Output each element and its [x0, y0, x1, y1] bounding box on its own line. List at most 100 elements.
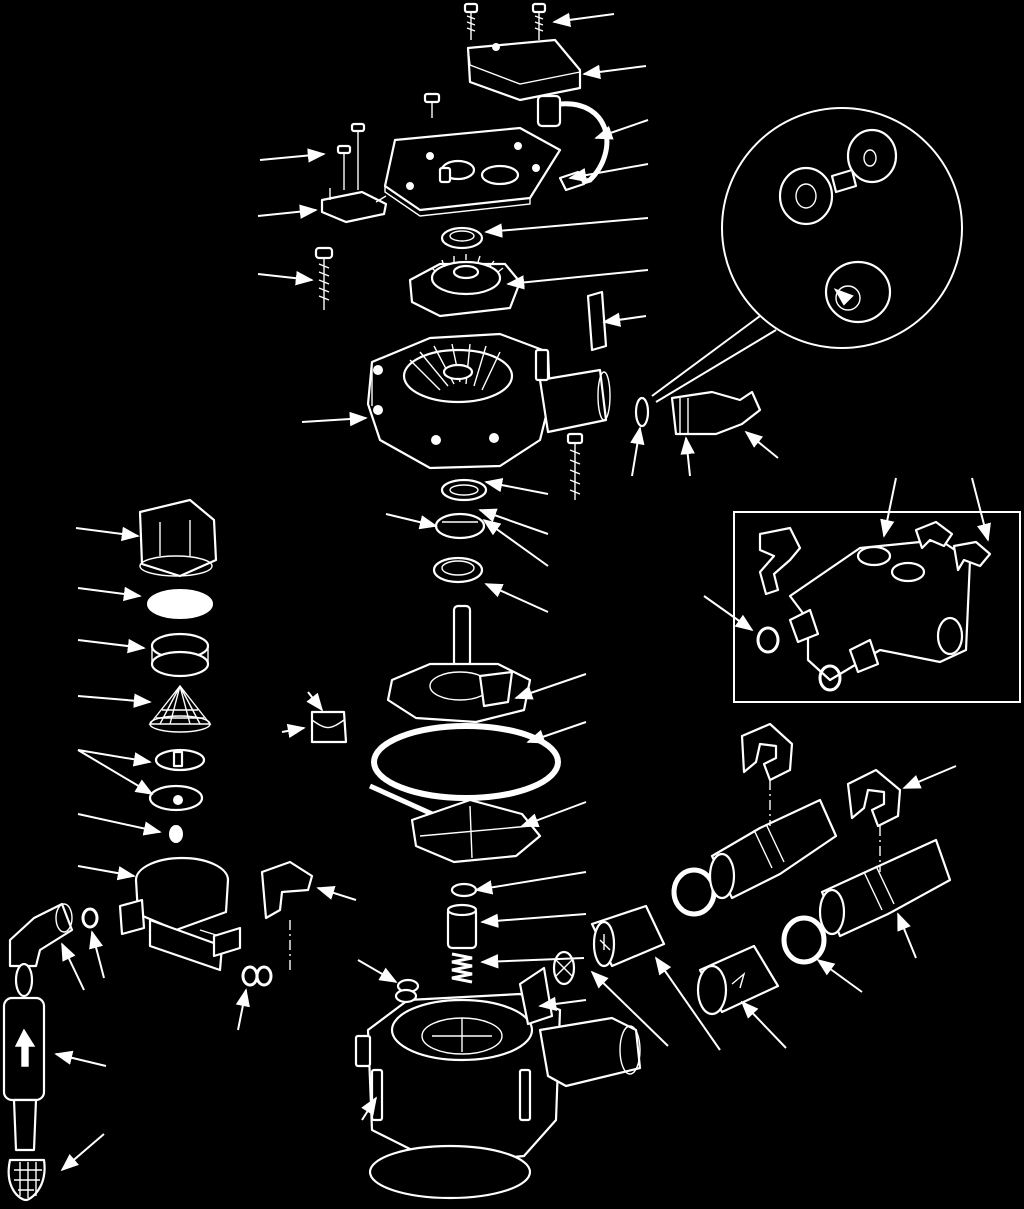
- callout-arrow: [281, 723, 306, 738]
- adapter-fitting-left: [696, 944, 780, 1016]
- top-plate: [383, 126, 562, 217]
- callout-arrow: [54, 1050, 107, 1067]
- callout-arrow: [77, 693, 152, 708]
- callout-arrow: [316, 886, 357, 901]
- callout-arrow: [77, 749, 152, 767]
- callout-arrow: [482, 518, 549, 567]
- callout-arrow: [301, 411, 368, 427]
- piston-rotor: [386, 604, 532, 724]
- callout-arrow: [484, 478, 549, 495]
- callout-arrow: [971, 477, 991, 542]
- valve-body: [354, 966, 642, 1200]
- brine-screen: [7, 1158, 46, 1202]
- o-ring-left: [671, 867, 717, 917]
- small-o-ring: [81, 907, 99, 929]
- callout-arrow: [306, 691, 324, 712]
- screen-disk: [147, 589, 213, 619]
- callout-arrow: [630, 426, 645, 477]
- callout-arrow: [357, 959, 398, 983]
- callout-arrow: [744, 430, 779, 459]
- callout-arrows: [54, 12, 991, 1172]
- callout-arrow: [259, 148, 326, 163]
- nozzle: [154, 748, 206, 772]
- switch-screws: [336, 122, 366, 190]
- callout-arrow: [385, 513, 438, 530]
- callout-arrow: [740, 1000, 787, 1049]
- tube-adapter-lower: [818, 838, 952, 938]
- callout-arrow: [75, 526, 140, 542]
- small-cap: [310, 710, 348, 744]
- shoulder-screw: [314, 246, 334, 310]
- callout-arrow: [77, 638, 146, 654]
- callout-arrow: [902, 765, 957, 789]
- callout-arrow: [77, 586, 142, 602]
- callout-arrow: [484, 583, 549, 613]
- callout-arrow: [480, 954, 585, 969]
- flow-cartridge: [590, 904, 666, 968]
- turbine-impeller: [552, 950, 576, 986]
- callout-arrow: [61, 942, 85, 991]
- double-o-ring: [241, 965, 273, 987]
- check-valve: [2, 962, 46, 1152]
- throat: [148, 784, 204, 812]
- callout-arrow: [478, 508, 549, 535]
- spacer-ring: [432, 556, 484, 584]
- callout-arrow: [77, 865, 136, 881]
- callout-arrow: [526, 721, 587, 744]
- callout-arrow: [60, 1133, 105, 1172]
- callout-arrow: [361, 1096, 377, 1121]
- callout-arrow: [538, 996, 587, 1012]
- callout-arrow: [474, 871, 587, 895]
- seal-ring: [440, 478, 488, 502]
- callout-arrow: [816, 958, 863, 993]
- small-seal: [450, 882, 478, 898]
- callout-arrow: [235, 988, 250, 1031]
- callout-arrow: [594, 119, 649, 140]
- callout-arrow: [897, 912, 917, 959]
- spring-clip: [434, 512, 486, 540]
- callout-arrow: [582, 64, 647, 80]
- injector-body: [118, 856, 242, 972]
- callout-arrow: [520, 801, 587, 828]
- callout-arrow: [89, 930, 105, 979]
- body-screw: [566, 432, 584, 500]
- callout-arrow: [568, 163, 649, 183]
- sleeve-bushing: [446, 903, 478, 950]
- adapter-clip-lower: [846, 768, 902, 872]
- brine-elbow: [8, 902, 74, 968]
- callout-arrow: [703, 595, 754, 632]
- compression-spring: [451, 952, 473, 984]
- o-ring-right: [781, 915, 827, 965]
- bushing: [440, 226, 484, 250]
- injector-cap: [138, 498, 218, 578]
- drive-gear: [408, 254, 522, 318]
- retainer-clip: [586, 290, 608, 352]
- small-plug: [169, 825, 183, 843]
- callout-arrow: [257, 271, 314, 286]
- callout-arrow: [77, 749, 154, 795]
- large-o-ring: [371, 723, 561, 801]
- clamp-clip: [260, 860, 314, 970]
- detail-box-bypass-valve: [733, 511, 1021, 703]
- callout-arrow: [257, 204, 318, 219]
- valve-head-body: [366, 332, 611, 470]
- callout-arrow: [880, 477, 897, 538]
- callout-arrow: [680, 436, 695, 477]
- cone-screen: [148, 684, 212, 733]
- nozzle-ring: [150, 632, 210, 678]
- screw-icon: [463, 2, 479, 40]
- tube-adapter-upper: [708, 798, 838, 900]
- callout-arrow: [552, 12, 615, 27]
- motor-screws: [463, 2, 547, 40]
- callout-arrow: [514, 673, 587, 700]
- rotor-disk: [368, 783, 542, 864]
- detail-circle-elbow-fittings: [651, 107, 963, 403]
- callout-arrow: [480, 913, 587, 928]
- micro-switch: [320, 188, 388, 224]
- elbow-fitting: [634, 390, 762, 436]
- figure-eight-seal: [394, 978, 420, 1004]
- callout-arrow: [484, 217, 649, 238]
- callout-arrow: [506, 269, 649, 290]
- callout-arrow: [654, 956, 721, 1051]
